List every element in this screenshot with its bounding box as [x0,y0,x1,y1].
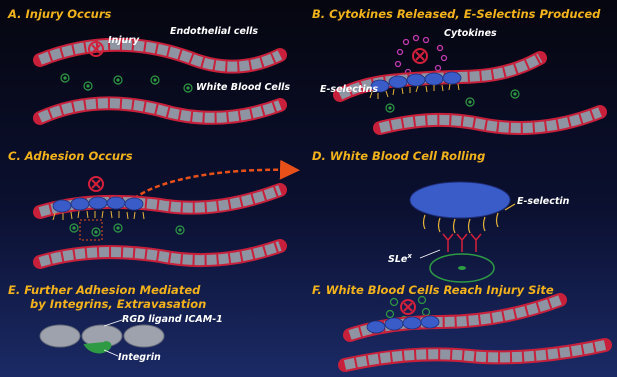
panel-b: B. Cytokines Released, E-Selectins Produ… [312,7,601,128]
panel-a-endothelial-label: Endothelial cells [170,26,258,37]
panel-a-white-blood-cells [61,74,192,92]
panel-b-title: B. Cytokines Released, E-Selectins Produ… [312,7,601,21]
panel-e-rgd-pointer [104,320,122,326]
panel-c-adhering-cells [70,224,184,236]
panel-c-upper-vessel [40,190,280,220]
panel-f: F. White Blood Cells Reach Injury Site [312,283,605,365]
panel-d-title: D. White Blood Cell Rolling [312,149,485,163]
panel-c-lower-vessel [40,246,280,262]
panel-f-title: F. White Blood Cells Reach Injury Site [312,283,554,297]
panel-a-title: A. Injury Occurs [7,7,112,21]
panel-c-injury-marker [89,177,103,191]
panel-e-integrin-label: Integrin [118,352,161,363]
panel-f-lower-vessel [345,345,605,365]
panel-a-wbc-label: White Blood Cells [196,82,290,93]
panel-b-white-blood-cells [386,90,519,112]
panel-d-sle-pointer [420,250,440,258]
panel-a-upper-vessel [40,45,280,67]
panel-e-integrin-pointer [104,350,118,356]
panel-c-highlight-box [80,220,102,240]
panel-a-injury-label: Injury [108,35,140,46]
panel-d-sle-ligands [443,234,481,252]
panel-b-lower-vessel [380,112,600,128]
panel-e-title-line2: by Integrins, Extravasation [30,297,206,311]
panel-b-eselectins-label: E-selectins [320,84,378,95]
panel-f-injury-marker [401,300,415,314]
panel-f-upper-vessel [350,300,560,335]
panel-c-title: C. Adhesion Occurs [8,149,133,163]
panel-a: A. Injury Occurs Injury Endothelial cell… [7,7,290,118]
panel-c: C. Adhesion Occurs [8,149,290,262]
panel-d-wbc-nucleus [458,266,466,270]
panel-e-title-line1: E. Further Adhesion Mediated [8,283,201,297]
panel-e: E. Further Adhesion Mediated by Integrin… [8,283,223,363]
panel-d: D. White Blood Cell Rolling E-selectin S… [312,149,570,282]
panel-d-sle-label: SLex [388,252,412,265]
panel-a-lower-vessel [40,103,280,118]
panel-b-cytokines-label: Cytokines [444,28,497,39]
panel-b-injury-marker [413,49,427,63]
panel-e-rgd-label: RGD ligand ICAM-1 [122,314,223,325]
panel-d-eselectin-label: E-selectin [517,196,570,207]
panel-d-endothelial-cell [410,182,510,218]
